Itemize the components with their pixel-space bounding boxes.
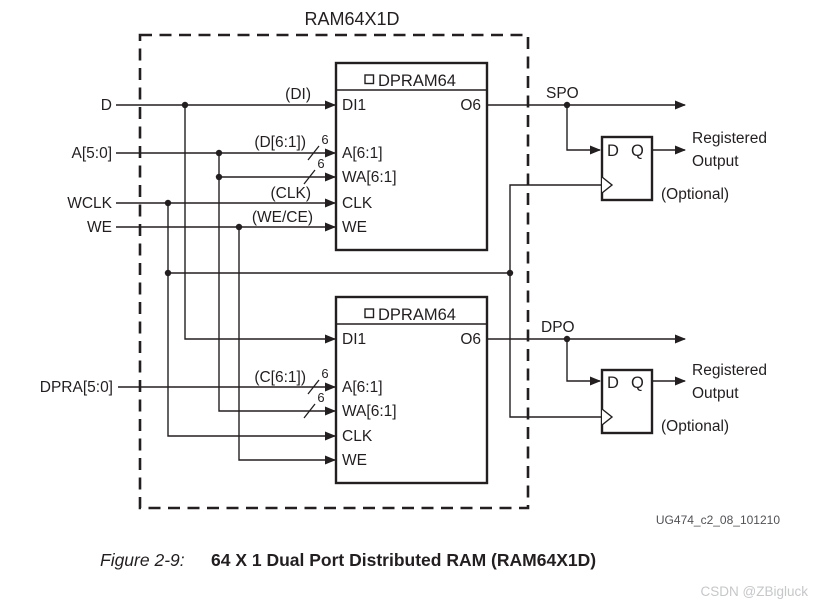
upper-ff-q-label: Q <box>631 142 644 160</box>
upper-ff-clock-chevron-icon <box>601 176 614 194</box>
upper-port-di1: DI1 <box>342 97 366 114</box>
wire-annotation-labels: (DI) (D[6:1]) (CLK) (WE/CE) (C[6:1]) <box>252 86 313 386</box>
junction-clock-rail-right <box>506 269 514 277</box>
lower-port-we: WE <box>342 452 367 469</box>
wire-spo-branch-to-ff-d <box>566 105 601 155</box>
input-label-dpra: DPRA[5:0] <box>40 379 113 396</box>
figure-caption: Figure 2-9: 64 X 1 Dual Port Distributed… <box>100 550 596 570</box>
lower-port-wa: WA[6:1] <box>342 403 397 420</box>
wire-wclk-branch-to-lower-clk <box>167 203 336 441</box>
bus-width-lower-a: 6 <box>321 366 328 381</box>
junction-spo <box>563 101 571 109</box>
junction-wclk <box>164 199 172 207</box>
figure-reference-code: UG474_c2_08_101210 <box>656 513 780 527</box>
component-boundary-dashed-box <box>138 33 530 510</box>
upper-registered-line1: Registered <box>692 130 767 147</box>
lower-registered-line1: Registered <box>692 362 767 379</box>
bus-slash-lower-a <box>307 379 320 395</box>
upper-port-o6: O6 <box>460 97 481 114</box>
upper-port-a: A[6:1] <box>342 145 383 162</box>
junction-dpo <box>563 335 571 343</box>
lower-ff-clock-chevron-icon <box>601 408 614 426</box>
upper-port-clk: CLK <box>342 195 373 212</box>
upper-registered-line2: Output <box>692 153 739 170</box>
output-label-dpo: DPO <box>541 319 575 336</box>
figure-caption-number: Figure 2-9: <box>100 550 185 570</box>
lower-registered-line2: Output <box>692 385 739 402</box>
wire-label-d-bus: (D[6:1]) <box>254 134 306 151</box>
wire-d-branch-to-lower-di1 <box>184 105 336 344</box>
junction-we <box>235 223 243 231</box>
junction-a <box>215 149 223 157</box>
input-label-wclk: WCLK <box>67 195 112 212</box>
upper-flip-flop: D Q <box>600 135 654 202</box>
watermark-text: CSDN @ZBigluck <box>701 584 809 599</box>
lower-dpram-name: DPRAM64 <box>378 306 456 324</box>
upper-port-we: WE <box>342 219 367 236</box>
upper-port-wa: WA[6:1] <box>342 169 397 186</box>
upper-optional-note: (Optional) <box>661 186 729 203</box>
lower-optional-note: (Optional) <box>661 418 729 435</box>
bus-slash-upper-wa <box>303 169 316 185</box>
lower-port-clk: CLK <box>342 428 373 445</box>
instance-marker-icon <box>364 308 375 319</box>
lower-ff-outline <box>600 368 654 435</box>
junction-dots <box>164 101 571 343</box>
lower-port-o6: O6 <box>460 331 481 348</box>
junction-d <box>181 101 189 109</box>
wire-label-we-ce: (WE/CE) <box>252 209 313 226</box>
lower-port-di1: DI1 <box>342 331 366 348</box>
output-label-spo: SPO <box>546 85 579 102</box>
bus-slash-upper-a <box>307 145 320 161</box>
bus-width-lower-wa: 6 <box>317 390 324 405</box>
input-label-we: WE <box>87 219 112 236</box>
bus-slash-lower-wa <box>303 403 316 419</box>
upper-dpram-block: DPRAM64 DI1 A[6:1] WA[6:1] CLK WE O6 <box>334 61 489 252</box>
wire-dpo-branch-to-ff-d <box>566 339 601 386</box>
input-label-d: D <box>101 97 112 114</box>
wire-we-branch-to-lower-we <box>238 227 336 465</box>
lower-ff-q-label: Q <box>631 374 644 392</box>
wire-label-di: (DI) <box>285 86 311 103</box>
instance-marker-icon <box>364 74 375 85</box>
lower-dpram-outline <box>334 295 489 485</box>
upper-dpram-outline <box>334 61 489 252</box>
input-label-a: A[5:0] <box>72 145 113 162</box>
lower-port-a: A[6:1] <box>342 379 383 396</box>
bus-width-upper-wa: 6 <box>317 156 324 171</box>
upper-dpram-name: DPRAM64 <box>378 72 456 90</box>
junction-a-wa <box>215 173 223 181</box>
wire-clock-rail-to-ff-clocks <box>509 184 601 418</box>
lower-ff-d-label: D <box>607 374 619 392</box>
lower-flip-flop: D Q <box>600 368 654 435</box>
lower-dpram-block: DPRAM64 DI1 A[6:1] WA[6:1] CLK WE O6 <box>334 295 489 485</box>
input-pin-labels: D A[5:0] WCLK WE DPRA[5:0] <box>40 97 113 396</box>
wire-a-branch-to-lower-wa61 <box>218 153 336 416</box>
component-title: RAM64X1D <box>304 9 399 29</box>
wires <box>116 100 686 465</box>
bus-width-marks: 6 6 6 6 <box>303 132 329 419</box>
wire-label-clk: (CLK) <box>271 185 311 202</box>
figure-caption-title: 64 X 1 Dual Port Distributed RAM (RAM64X… <box>211 550 596 570</box>
wire-label-c-bus: (C[6:1]) <box>254 369 306 386</box>
registered-output-annotations: Registered Output (Optional) Registered … <box>661 130 767 435</box>
bus-width-upper-a: 6 <box>321 132 328 147</box>
upper-ff-outline <box>600 135 654 202</box>
junction-clock-rail-left <box>164 269 172 277</box>
upper-ff-d-label: D <box>607 142 619 160</box>
